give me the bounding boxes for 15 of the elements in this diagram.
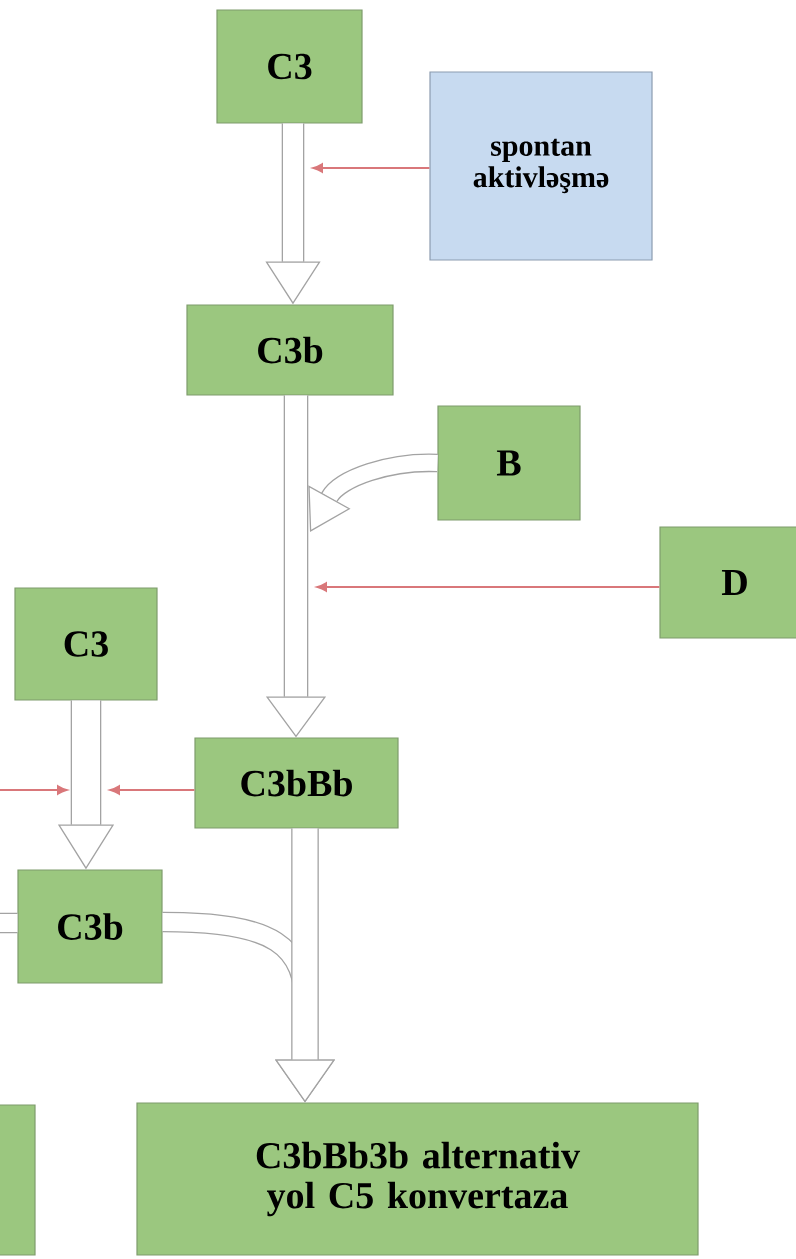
connector-line	[0, 912, 18, 934]
process-box: C3b	[186, 304, 394, 396]
process-box: C3	[14, 587, 158, 701]
process-box: C3bBb	[194, 737, 399, 829]
trigger-box: spontan aktivləşmə	[429, 71, 653, 261]
process-box: D	[659, 526, 796, 639]
process-box	[0, 1104, 36, 1256]
arrow	[316, 582, 661, 592]
process-box: C3b	[17, 869, 163, 984]
arrow	[308, 453, 438, 532]
arrow	[312, 163, 431, 173]
process-box: B	[437, 405, 581, 521]
process-box: C3	[216, 9, 363, 124]
process-box: C3bBb3b alternativ yol C5 konvertaza	[136, 1102, 699, 1256]
arrow	[109, 785, 196, 795]
